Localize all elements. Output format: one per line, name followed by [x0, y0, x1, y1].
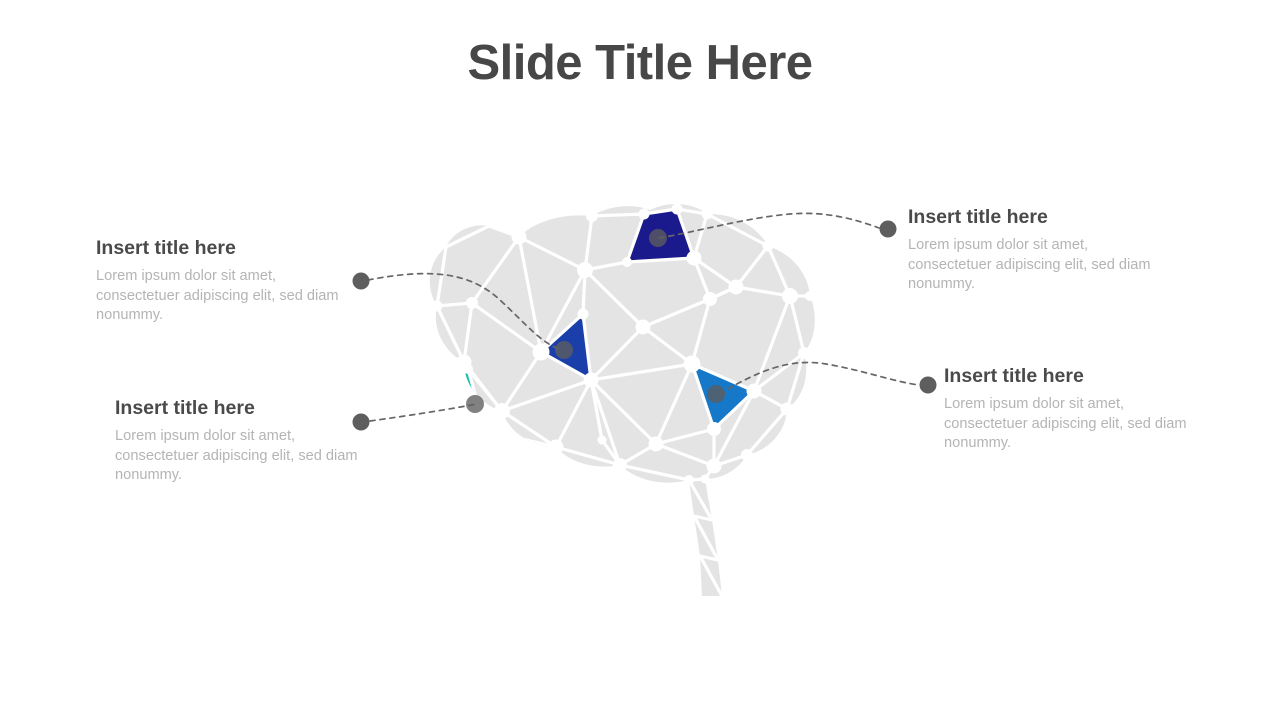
- connector-dot-top-left[interactable]: [352, 272, 370, 290]
- region-marker-parietal[interactable]: [707, 385, 725, 403]
- brain-mesh-nodes: [431, 203, 815, 485]
- connector-dot-top-right[interactable]: [879, 220, 897, 238]
- connector-dots: [352, 220, 937, 431]
- callout-bottom-left: Insert title here Lorem ipsum dolor sit …: [115, 396, 365, 486]
- connector-dot-bottom-left[interactable]: [352, 413, 370, 431]
- callout-bottom-right-title: Insert title here: [944, 365, 1084, 387]
- callout-top-right-title: Insert title here: [908, 206, 1048, 228]
- connector-line-top-left: [367, 272, 562, 351]
- region-marker-mid-left[interactable]: [555, 341, 573, 359]
- connector-dot-bottom-right[interactable]: [919, 376, 937, 394]
- page-title: Slide Title Here: [467, 36, 813, 90]
- connector-line-bottom-left: [369, 403, 478, 422]
- brain-silhouette: [429, 204, 815, 596]
- callout-top-left-body: Lorem ipsum dolor sit amet, consectetuer…: [96, 268, 339, 324]
- callout-bottom-right-body: Lorem ipsum dolor sit amet, consectetuer…: [944, 396, 1187, 452]
- connector-line-bottom-right: [718, 361, 920, 395]
- connector-line-top-right: [658, 212, 880, 239]
- callout-top-right-body: Lorem ipsum dolor sit amet, consectetuer…: [908, 237, 1151, 293]
- region-markers: [466, 229, 725, 413]
- callout-top-right: Insert title here Lorem ipsum dolor sit …: [908, 205, 1164, 295]
- callout-bottom-right: Insert title here Lorem ipsum dolor sit …: [944, 364, 1200, 454]
- callout-bottom-left-title: Insert title here: [115, 397, 255, 419]
- connector-lines: [367, 212, 920, 422]
- callout-top-left: Insert title here Lorem ipsum dolor sit …: [96, 236, 346, 326]
- region-marker-frontal-upper[interactable]: [649, 229, 667, 247]
- brain-mesh-lines: [435, 207, 812, 596]
- callout-top-left-title: Insert title here: [96, 237, 236, 259]
- callout-bottom-left-body: Lorem ipsum dolor sit amet, consectetuer…: [115, 428, 358, 484]
- region-marker-occipital[interactable]: [466, 395, 484, 413]
